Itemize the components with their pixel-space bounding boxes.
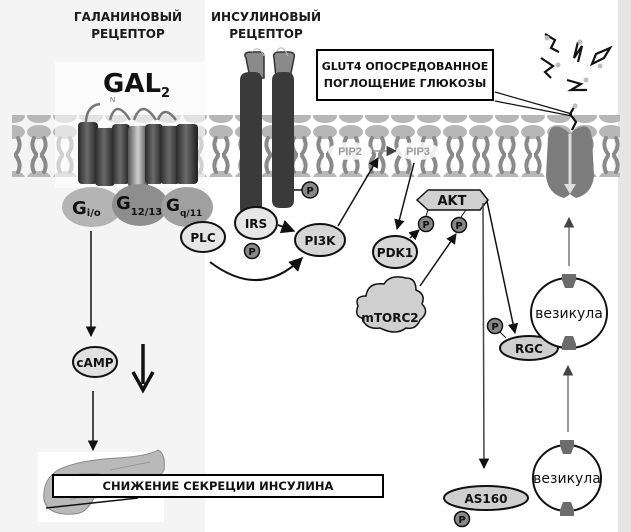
heading-line: ИНСУЛИНОВЫЙ (210, 10, 322, 24)
phospho-insulin-receptor: P (294, 181, 319, 199)
svg-text:AKT: AKT (437, 194, 466, 209)
arrow-plc-to-pi3k (209, 257, 303, 282)
mtorc2-node: mTORC2 (355, 276, 427, 333)
arrow-mtorc2-to-akt (419, 233, 457, 287)
svg-text:везикула: везикула (533, 471, 601, 487)
svg-text:Gi/o: Gi/o (72, 198, 101, 219)
arrow-akt-to-rgc (486, 200, 519, 335)
svg-text:PIP2: PIP2 (338, 146, 362, 158)
as160-node: AS160 (443, 485, 529, 511)
camp-node: cAMP (72, 346, 118, 378)
g-protein-g1213: G12/13 (112, 184, 168, 226)
svg-text:AS160: AS160 (465, 492, 508, 506)
gal2-receptor: GAL2 N (55, 62, 205, 188)
pip2-node: PIP2 (328, 142, 372, 160)
svg-text:P: P (458, 515, 465, 526)
svg-text:везикула: везикула (535, 306, 603, 322)
svg-text:P: P (306, 186, 313, 197)
akt-node: AKT (415, 189, 489, 211)
phospho-akt-1: P (417, 215, 435, 233)
pip3-node: PIP3 (396, 142, 440, 160)
glut4-callout-pointer (494, 91, 573, 117)
svg-text:IRS: IRS (245, 217, 267, 231)
glut4-vesicle-icon (562, 336, 576, 350)
svg-text:PLC: PLC (190, 231, 215, 245)
galanin-receptor-heading: ГАЛАНИНОВЫЙ РЕЦЕПТОР (62, 9, 194, 43)
g-protein-gio: Gi/o (62, 187, 122, 227)
svg-text:mTORC2: mTORC2 (361, 311, 418, 325)
svg-text:P: P (455, 221, 462, 232)
insulin-receptor (240, 47, 296, 216)
callout-text: СНИЖЕНИЕ СЕКРЕЦИИ ИНСУЛИНА (102, 479, 334, 493)
pi3k-node: PI3K (294, 223, 346, 257)
callout-line: GLUT4 ОПОСРЕДОВАННОЕ (321, 60, 489, 73)
right-edge-strip (618, 0, 631, 532)
phospho-rgc: P (486, 317, 504, 335)
glut4-vesicle-icon (560, 440, 574, 454)
svg-text:P: P (248, 247, 255, 258)
irs-node: IRS (234, 206, 278, 240)
heading-line: РЕЦЕПТОР (229, 27, 303, 41)
arrow-irs-to-pi3k (277, 220, 296, 234)
svg-text:Gq/11: Gq/11 (166, 196, 202, 219)
n-terminus-label: N (110, 97, 115, 104)
receptor-loops (84, 102, 177, 127)
vesicle-lower: везикула (532, 440, 602, 516)
svg-text:cAMP: cAMP (76, 356, 113, 370)
glut4-vesicle-icon (562, 274, 576, 288)
rgc-node: RGC (499, 335, 559, 361)
heading-line: РЕЦЕПТОР (91, 27, 165, 41)
svg-text:P: P (422, 220, 429, 231)
vesicle-upper: везикула (530, 274, 608, 350)
phospho-irs: P (243, 242, 261, 260)
transmembrane-helices (78, 122, 198, 188)
svg-text:P: P (491, 322, 498, 333)
svg-text:G12/13: G12/13 (116, 193, 162, 218)
gal2-label: GAL2 (103, 69, 170, 101)
insulin-receptor-heading: ИНСУЛИНОВЫЙ РЕЦЕПТОР (204, 9, 328, 43)
glucose-dots (544, 35, 603, 109)
svg-text:RGC: RGC (515, 342, 543, 356)
phospho-as160: P (453, 510, 471, 528)
arrow-pi3k-to-pip3 (337, 157, 379, 227)
decrease-arrow-icon (131, 344, 155, 394)
arrow-akt-to-as160 (478, 202, 490, 470)
g-protein-gq11: Gq/11 (161, 187, 213, 227)
glucose-molecules (540, 33, 613, 131)
phospho-akt-2: P (450, 216, 468, 234)
glut4-transporter (546, 126, 594, 198)
svg-text:PI3K: PI3K (305, 234, 337, 248)
svg-text:PDK1: PDK1 (377, 246, 413, 260)
svg-text:PIP3: PIP3 (406, 146, 430, 158)
insulin-secretion-callout: СНИЖЕНИЕ СЕКРЕЦИИ ИНСУЛИНА (52, 474, 384, 498)
pdk1-node: PDK1 (372, 235, 418, 269)
arrow-pdk1-to-phospho (408, 229, 420, 241)
glut4-uptake-callout: GLUT4 ОПОСРЕДОВАННОЕ ПОГЛОЩЕНИЕ ГЛЮКОЗЫ (316, 49, 494, 101)
plc-node: PLC (180, 221, 226, 253)
callout-line: ПОГЛОЩЕНИЕ ГЛЮКОЗЫ (323, 77, 487, 90)
heading-line: ГАЛАНИНОВЫЙ (73, 10, 183, 24)
arrow-pip3-to-pdk1 (394, 162, 415, 231)
glut4-vesicle-icon (560, 502, 574, 516)
